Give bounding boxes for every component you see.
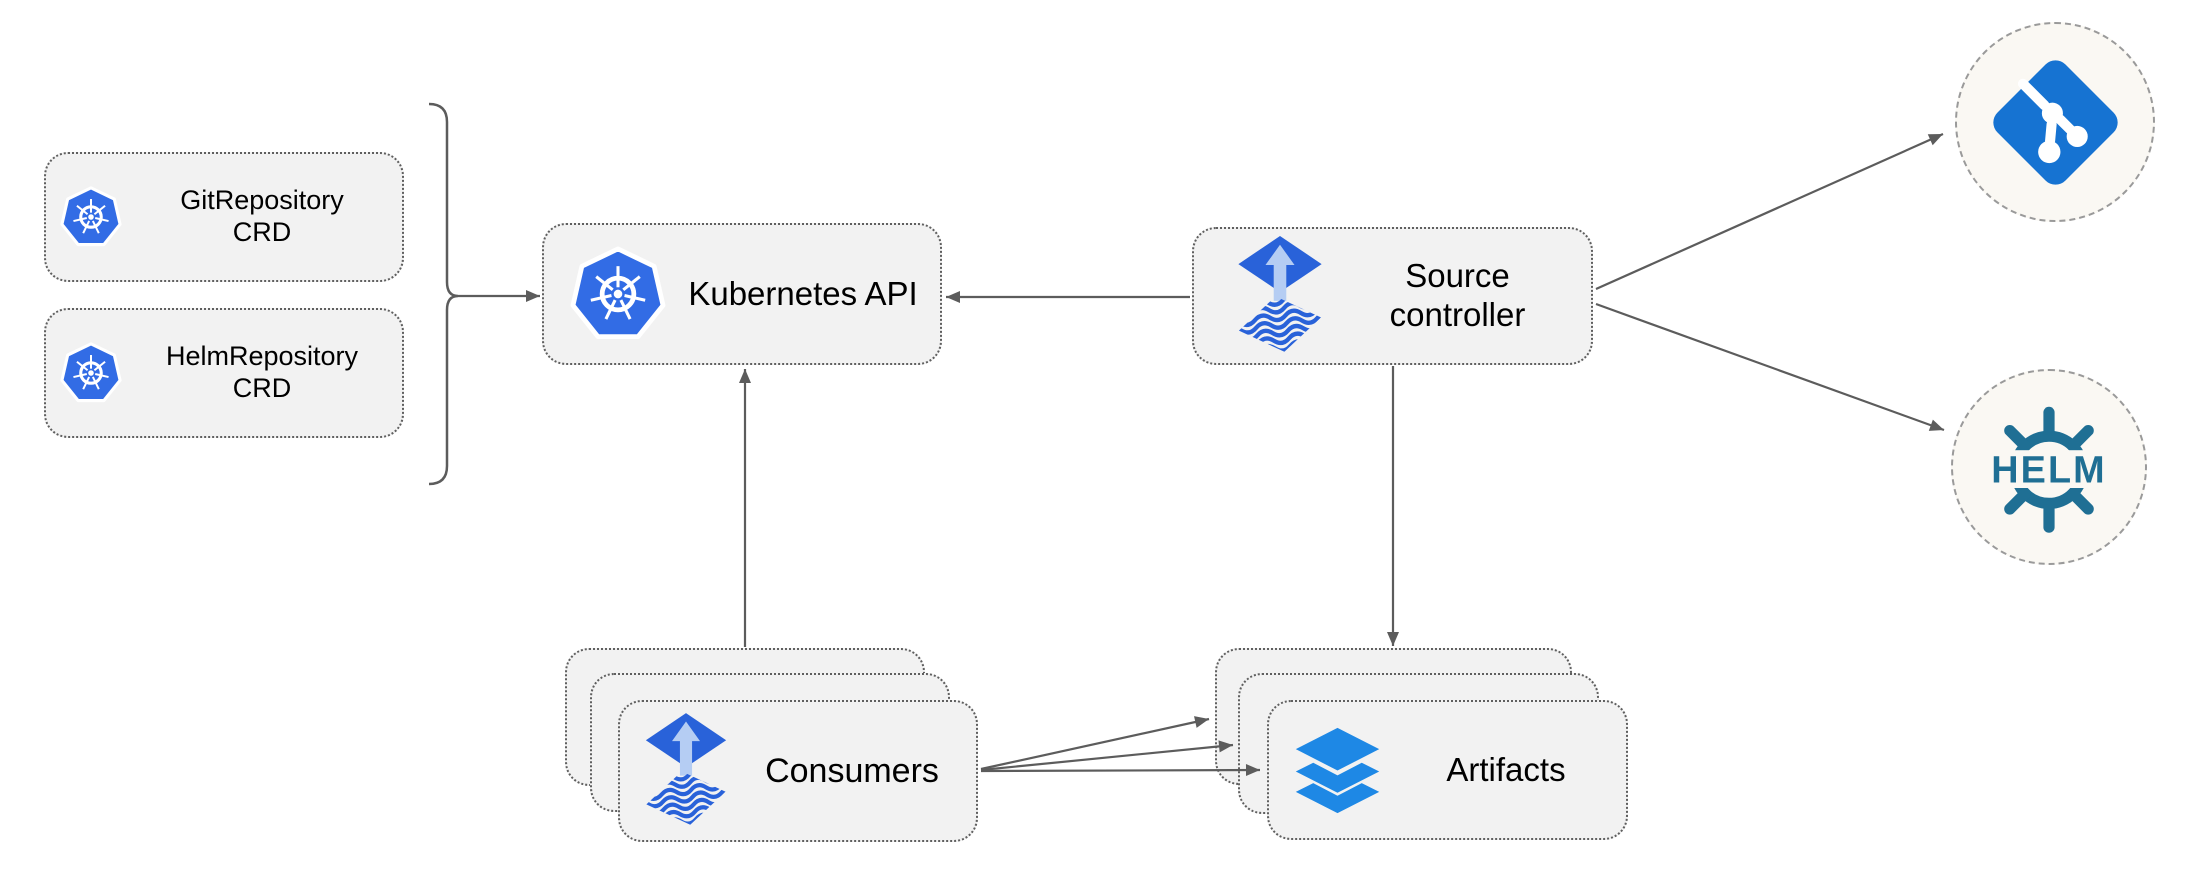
flux-source-icon <box>644 713 728 829</box>
node-source-controller: Source controller <box>1192 227 1593 365</box>
helm-wheel-icon: HELM <box>1979 397 2119 537</box>
node-label: Consumers <box>765 751 939 790</box>
kubernetes-icon <box>60 342 122 404</box>
edge-source-to-git <box>1595 132 1944 291</box>
node-artifacts: Artifacts <box>1267 700 1628 840</box>
flux-source-icon <box>1236 236 1324 356</box>
node-git-remote <box>1955 22 2155 222</box>
node-label: Kubernetes API <box>688 274 918 312</box>
node-label: Source controller <box>1389 257 1526 333</box>
git-branch-icon <box>1978 45 2133 200</box>
kubernetes-icon <box>570 246 666 342</box>
layers-stack-icon <box>1289 722 1386 819</box>
node-label: Artifacts <box>1446 750 1566 788</box>
kubernetes-icon <box>60 186 122 248</box>
node-consumers: Consumers <box>618 700 978 842</box>
node-helm-remote: HELM <box>1951 369 2147 565</box>
edge-consumers-to-artifacts-2 <box>980 740 1234 772</box>
helm-wordmark: HELM <box>1991 449 2106 491</box>
node-label: GitRepository CRD <box>180 185 344 247</box>
edge-consumers-to-artifacts-1 <box>980 716 1210 771</box>
node-helmrepository-crd: HelmRepository CRD <box>44 308 404 438</box>
node-gitrepository-crd: GitRepository CRD <box>44 152 404 282</box>
node-kubernetes-api: Kubernetes API <box>542 223 942 365</box>
crd-group-bracket <box>428 102 459 486</box>
edge-source-to-helm <box>1595 302 1945 432</box>
node-label: HelmRepository CRD <box>165 341 359 403</box>
